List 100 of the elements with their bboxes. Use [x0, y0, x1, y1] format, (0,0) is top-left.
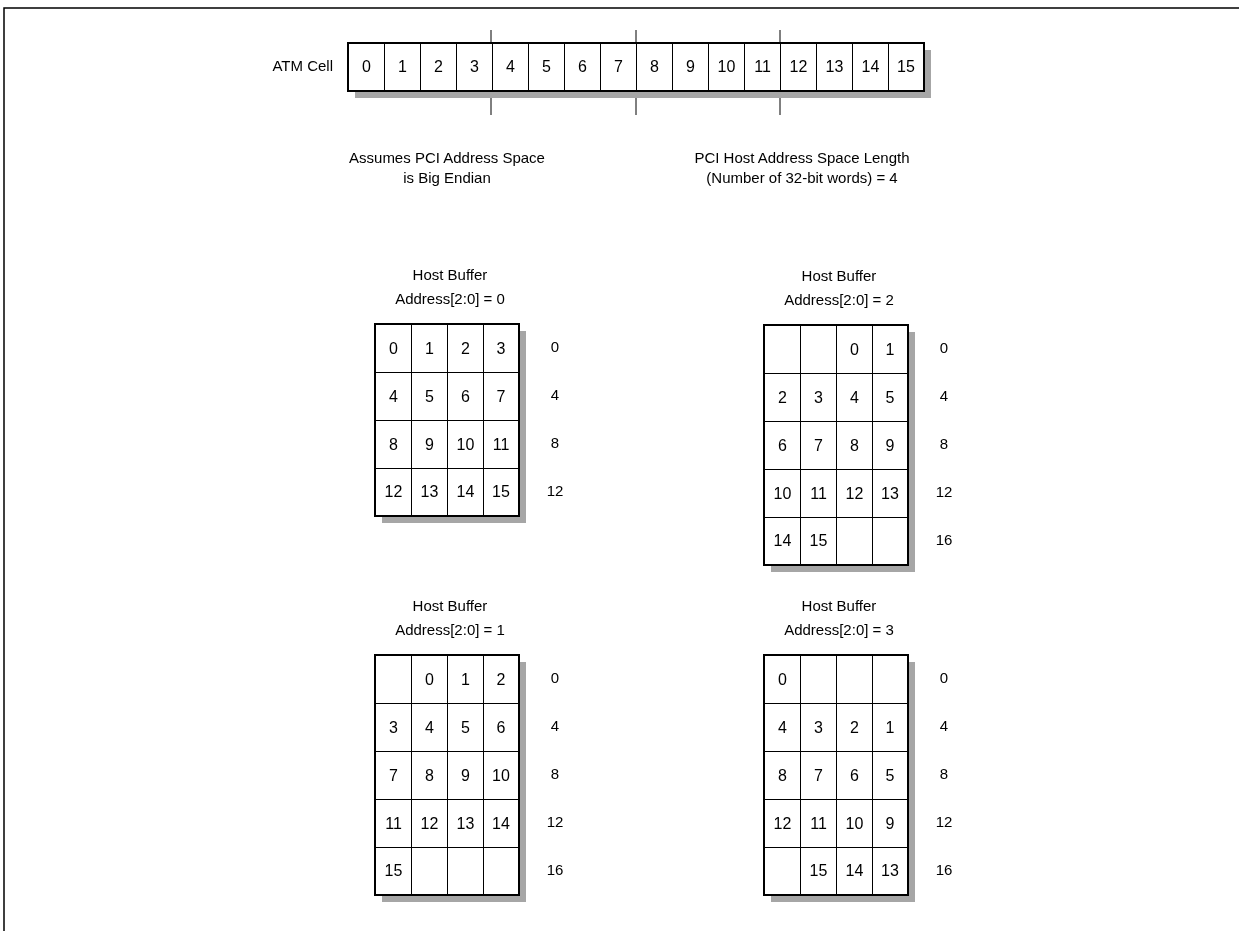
byte-cell: 0	[765, 656, 801, 704]
address-offset: 4	[938, 386, 950, 406]
address-offset: 8	[938, 434, 950, 454]
address-offset: 16	[934, 530, 954, 550]
byte-cell: 6	[448, 373, 484, 421]
byte-cell: 9	[873, 800, 909, 848]
byte-cell: 12	[837, 470, 873, 518]
memory-grid	[374, 654, 520, 896]
byte-cell: 7	[484, 373, 520, 421]
byte-cell: 1	[385, 44, 421, 92]
byte-cell: 7	[801, 752, 837, 800]
byte-cell: 12	[376, 469, 412, 517]
byte-cell: 5	[873, 752, 909, 800]
cell-strip	[347, 42, 925, 92]
byte-cell: 6	[565, 44, 601, 92]
byte-cell: 3	[484, 325, 520, 373]
byte-cell: 1	[873, 704, 909, 752]
byte-cell: 8	[412, 752, 448, 800]
memory-grid	[763, 654, 909, 896]
byte-cell: 12	[412, 800, 448, 848]
byte-cell: 11	[745, 44, 781, 92]
byte-cell: 1	[873, 326, 909, 374]
byte-cell: 10	[484, 752, 520, 800]
address-offset: 0	[938, 668, 950, 688]
byte-cell: 4	[837, 374, 873, 422]
byte-cell: 9	[873, 422, 909, 470]
byte-cell: 5	[448, 704, 484, 752]
byte-cell: 11	[801, 800, 837, 848]
byte-cell: 1	[412, 325, 448, 373]
byte-cell: 8	[765, 752, 801, 800]
byte-cell: 1	[448, 656, 484, 704]
byte-cell: 5	[412, 373, 448, 421]
byte-cell: 6	[484, 704, 520, 752]
grid-heading: Host Buffer Address[2:0] = 1	[394, 596, 506, 640]
address-offset: 0	[549, 337, 561, 357]
byte-cell: 15	[801, 848, 837, 896]
byte-cell: 14	[853, 44, 889, 92]
address-offset: 12	[545, 812, 565, 832]
byte-cell: 9	[673, 44, 709, 92]
byte-cell: 13	[412, 469, 448, 517]
byte-cell: 2	[765, 374, 801, 422]
byte-cell: 7	[801, 422, 837, 470]
byte-cell: 14	[837, 848, 873, 896]
byte-cell: 15	[889, 44, 925, 92]
grid-heading: ATM Cell	[272, 56, 333, 76]
address-offset: 12	[545, 481, 565, 501]
byte-cell: 4	[376, 373, 412, 421]
byte-cell: 15	[376, 848, 412, 896]
byte-cell: 15	[484, 469, 520, 517]
grid-heading: Host Buffer Address[2:0] = 3	[783, 596, 895, 640]
byte-cell: 0	[412, 656, 448, 704]
address-offset: 12	[934, 812, 954, 832]
byte-cell: 11	[801, 470, 837, 518]
byte-cell: 9	[412, 421, 448, 469]
byte-cell: 4	[493, 44, 529, 92]
byte-cell: 13	[873, 848, 909, 896]
byte-cell: 14	[765, 518, 801, 566]
byte-cell: 9	[448, 752, 484, 800]
byte-cell: 2	[837, 704, 873, 752]
byte-cell: 5	[873, 374, 909, 422]
byte-cell: 12	[765, 800, 801, 848]
grid-heading: Host Buffer Address[2:0] = 2	[783, 266, 895, 310]
address-offset: 0	[549, 668, 561, 688]
byte-cell: 3	[457, 44, 493, 92]
grid-heading: Host Buffer Address[2:0] = 0	[394, 265, 506, 309]
address-offset: 8	[938, 764, 950, 784]
byte-cell: 2	[484, 656, 520, 704]
note-text: PCI Host Address Space Length (Number of 32-bit words) = 4	[693, 148, 911, 188]
address-offset: 16	[545, 860, 565, 880]
byte-cell: 12	[781, 44, 817, 92]
address-offset: 4	[938, 716, 950, 736]
byte-cell: 10	[765, 470, 801, 518]
byte-cell: 13	[448, 800, 484, 848]
byte-cell: 14	[448, 469, 484, 517]
byte-cell: 6	[837, 752, 873, 800]
memory-grid	[763, 324, 909, 566]
byte-cell: 13	[817, 44, 853, 92]
note-text: Assumes PCI Address Space is Big Endian	[348, 148, 546, 188]
address-offset: 8	[549, 764, 561, 784]
byte-cell: 4	[412, 704, 448, 752]
byte-cell: 2	[421, 44, 457, 92]
byte-cell: 10	[709, 44, 745, 92]
byte-cell: 7	[601, 44, 637, 92]
byte-cell: 2	[448, 325, 484, 373]
byte-cell: 3	[801, 704, 837, 752]
byte-cell: 11	[484, 421, 520, 469]
byte-cell: 8	[376, 421, 412, 469]
byte-cell: 14	[484, 800, 520, 848]
byte-cell: 0	[349, 44, 385, 92]
byte-cell: 13	[873, 470, 909, 518]
byte-cell: 10	[837, 800, 873, 848]
byte-cell: 8	[837, 422, 873, 470]
address-offset: 4	[549, 716, 561, 736]
address-offset: 12	[934, 482, 954, 502]
byte-cell: 6	[765, 422, 801, 470]
memory-grid	[374, 323, 520, 517]
byte-cell: 8	[637, 44, 673, 92]
byte-cell: 10	[448, 421, 484, 469]
address-offset: 0	[938, 338, 950, 358]
byte-cell: 4	[765, 704, 801, 752]
